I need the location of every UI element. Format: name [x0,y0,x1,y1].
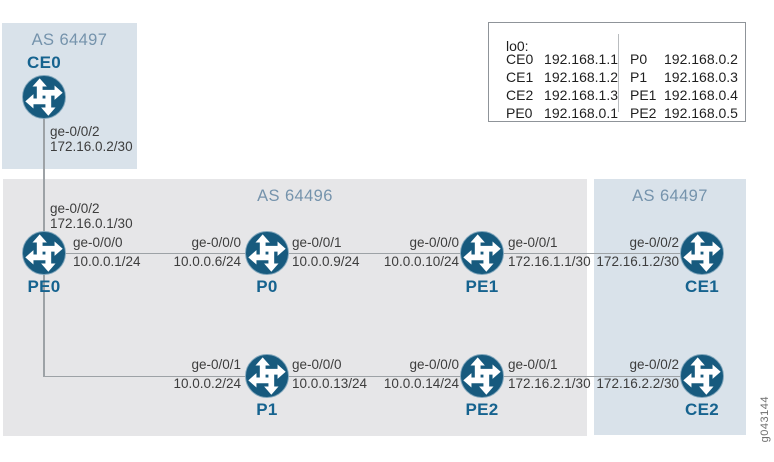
ip-address: 10.0.0.2/24 [173,376,241,391]
legend-ip: 192.168.0.1 [544,105,618,121]
router-pe2: PE2 [459,353,505,419]
interface-label-ce0-down: ge-0/0/2 172.16.0.2/30 [50,125,133,154]
port-name: ge-0/0/0 [409,235,459,250]
interface-label-pe2-right: ge-0/0/1 172.16.2.1/30 [508,358,591,391]
as-label: AS 64497 [632,187,708,205]
port-name: ge-0/0/2 [629,357,679,372]
legend-row: P1 192.168.0.3 [630,70,738,85]
ip-address: 10.0.0.10/24 [383,254,459,269]
legend-router: CE2 [506,87,534,103]
port-name: ge-0/0/0 [191,235,241,250]
port-name: ge-0/0/0 [409,357,459,372]
ip-address: 10.0.0.6/24 [173,254,241,269]
as-label: AS 64496 [257,187,333,205]
interface-label-pe0-right: ge-0/0/0 10.0.0.1/24 [73,236,141,269]
juniper-router-icon [244,353,290,399]
legend-row: CE1 192.168.1.2 [506,70,618,85]
router-label: PE0 [27,277,61,296]
router-label: CE1 [685,277,719,296]
port-name: ge-0/0/0 [73,235,123,250]
port-name: ge-0/0/1 [292,235,342,250]
ip-address: 10.0.0.1/24 [73,254,141,269]
link-pe0-p1-pe2-ce2 [44,375,702,377]
legend-right-column: P0 192.168.0.2 P1 192.168.0.3 PE1 192.16… [618,52,738,121]
legend-row: PE2 192.168.0.5 [630,106,738,121]
ip-address: 172.16.0.2/30 [50,139,133,154]
legend-title: lo0: [506,38,529,54]
interface-label-p1-right: ge-0/0/0 10.0.0.13/24 [292,358,367,391]
port-name: ge-0/0/2 [629,235,679,250]
ip-address: 10.0.0.9/24 [292,254,360,269]
legend-row: CE0 192.168.1.1 [506,52,618,67]
juniper-router-icon [21,230,67,276]
interface-label-pe1-right: ge-0/0/1 172.16.1.1/30 [508,236,591,269]
juniper-router-icon [679,353,725,399]
loopback-legend: lo0: CE0 192.168.1.1 CE1 192.168.1.2 CE2… [488,22,746,122]
router-p0: P0 [244,230,290,296]
router-pe0: PE0 [21,230,67,296]
interface-label-pe2-left: ge-0/0/0 10.0.0.14/24 [384,358,459,391]
router-label: P0 [256,277,278,296]
juniper-router-icon [244,230,290,276]
figure-id: g043144 [759,395,771,442]
legend-ip: 192.168.0.2 [664,51,738,67]
interface-label-ce1-left: ge-0/0/2 172.16.1.2/30 [596,236,679,269]
legend-router: P1 [630,69,648,85]
ip-address: 10.0.0.14/24 [383,376,459,391]
legend-ip: 192.168.1.1 [544,51,618,67]
ip-address: 10.0.0.13/24 [292,376,368,391]
port-name: ge-0/0/2 [50,124,100,139]
router-label: P1 [256,400,278,419]
router-ce1: CE1 [679,230,725,296]
juniper-router-icon [459,230,505,276]
port-name: ge-0/0/1 [191,357,241,372]
router-ce0: CE0 [21,53,67,120]
router-pe1: PE1 [459,230,505,296]
interface-label-pe1-left: ge-0/0/0 10.0.0.10/24 [384,236,459,269]
as-label: AS 64497 [31,31,108,49]
ip-address: 172.16.2.2/30 [596,376,679,391]
legend-left-column: CE0 192.168.1.1 CE1 192.168.1.2 CE2 192.… [489,52,618,121]
legend-router: PE2 [630,105,657,121]
legend-ip: 192.168.1.3 [544,87,618,103]
juniper-router-icon [21,74,67,120]
ip-address: 172.16.1.2/30 [596,254,679,269]
legend-ip: 192.168.0.3 [664,69,738,85]
legend-row: PE1 192.168.0.4 [630,88,738,103]
juniper-router-icon [459,353,505,399]
legend-ip: 192.168.1.2 [544,69,618,85]
interface-label-p0-right: ge-0/0/1 10.0.0.9/24 [292,236,360,269]
link-pe0-p0-pe1-ce1 [44,252,702,254]
ip-address: 172.16.0.1/30 [50,216,133,231]
legend-row: PE0 192.168.0.1 [506,106,618,121]
legend-router: CE1 [506,69,534,85]
interface-label-ce2-left: ge-0/0/2 172.16.2.2/30 [596,358,679,391]
interface-label-p0-left: ge-0/0/0 10.0.0.6/24 [173,236,241,269]
router-p1: P1 [244,353,290,419]
legend-router: PE0 [506,105,533,121]
ip-address: 172.16.2.1/30 [508,376,591,391]
router-label: PE2 [465,400,499,419]
legend-router: PE1 [630,87,657,103]
router-label: CE2 [685,400,719,419]
legend-row: CE2 192.168.1.3 [506,88,618,103]
legend-divider [618,34,619,112]
router-ce2: CE2 [679,353,725,419]
interface-label-p1-left: ge-0/0/1 10.0.0.2/24 [173,358,241,391]
legend-router: P0 [630,51,648,67]
port-name: ge-0/0/1 [508,357,558,372]
as-box-customer-right: AS 64497 [594,179,746,435]
juniper-router-icon [679,230,725,276]
legend-router: CE0 [506,51,534,67]
router-label: PE1 [465,277,499,296]
port-name: ge-0/0/0 [292,357,342,372]
legend-row: P0 192.168.0.2 [630,52,738,67]
router-label: CE0 [27,53,61,72]
legend-ip: 192.168.0.4 [664,87,738,103]
port-name: ge-0/0/2 [50,201,100,216]
port-name: ge-0/0/1 [508,235,558,250]
ip-address: 172.16.1.1/30 [508,254,591,269]
legend-ip: 192.168.0.5 [664,105,738,121]
interface-label-pe0-up: ge-0/0/2 172.16.0.1/30 [50,202,133,231]
